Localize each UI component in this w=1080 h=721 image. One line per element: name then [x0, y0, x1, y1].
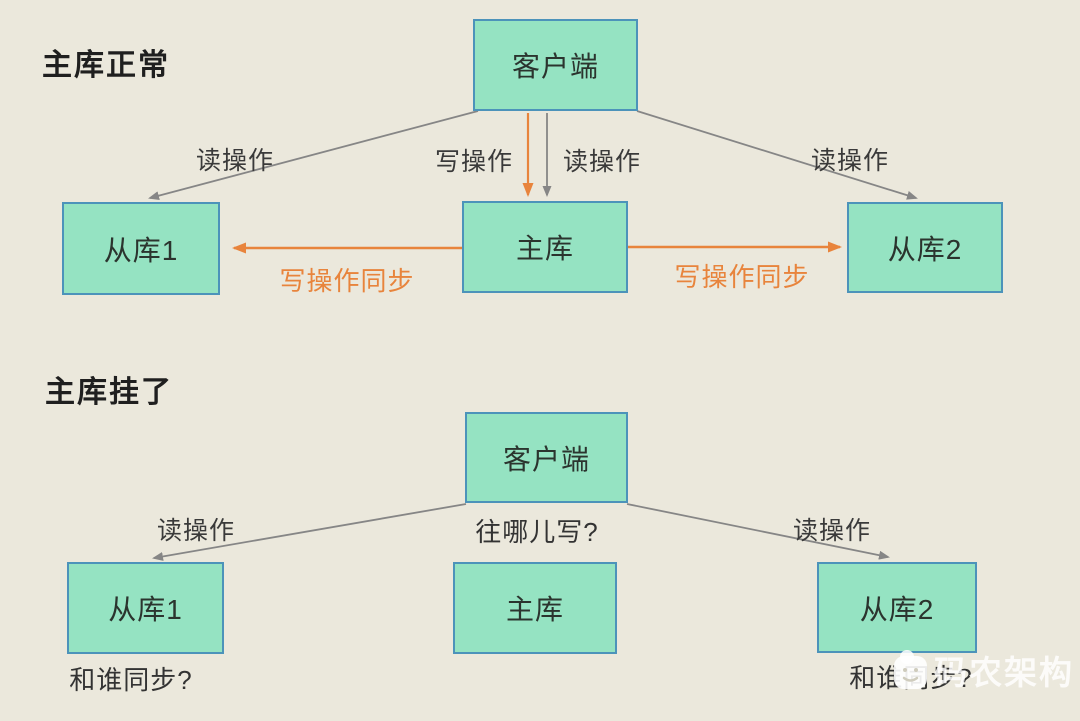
edge-label-read-left-down: 读操作	[156, 517, 236, 545]
watermark-text: 码农架构	[934, 654, 1074, 691]
watermark: 码农架构	[893, 646, 1074, 694]
edge-label-write-mid-normal: 写操作	[434, 148, 514, 176]
node-slave2-normal: 从库2	[847, 202, 1003, 293]
node-client-normal-label: 客户端	[511, 51, 599, 82]
watermark-logo-icon	[894, 650, 927, 689]
node-client-down: 客户端	[465, 412, 628, 503]
node-master-down-label: 主库	[505, 594, 564, 625]
question-label-slave1: 和谁同步?	[69, 665, 193, 695]
section-title-down: 主库挂了	[45, 376, 173, 409]
node-client-normal: 客户端	[473, 19, 638, 111]
node-slave1-normal: 从库1	[62, 202, 220, 295]
edge-label-write-question-down: 往哪儿写?	[475, 517, 599, 547]
node-slave2-down: 从库2	[817, 562, 977, 653]
edge-label-read-mid-normal: 读操作	[562, 148, 642, 176]
node-slave2-normal-label: 从库2	[887, 233, 963, 265]
node-slave1-down-label: 从库1	[108, 594, 183, 625]
edge-label-read-left-normal: 读操作	[195, 147, 275, 175]
node-master-normal: 主库	[462, 201, 628, 293]
node-master-down: 主库	[453, 562, 617, 654]
node-slave1-down: 从库1	[67, 562, 224, 654]
node-master-normal-label: 主库	[515, 233, 574, 264]
node-slave2-down-label: 从库2	[859, 593, 935, 625]
edge-label-sync-left-normal: 写操作同步	[279, 266, 415, 296]
section-title-normal: 主库正常	[42, 49, 170, 82]
edge-label-sync-right-normal: 写操作同步	[674, 262, 810, 292]
edge-label-read-right-normal: 读操作	[810, 147, 890, 175]
edge-label-read-right-down: 读操作	[792, 517, 872, 545]
node-slave1-normal-label: 从库1	[103, 234, 179, 266]
node-client-down-label: 客户端	[502, 443, 590, 475]
